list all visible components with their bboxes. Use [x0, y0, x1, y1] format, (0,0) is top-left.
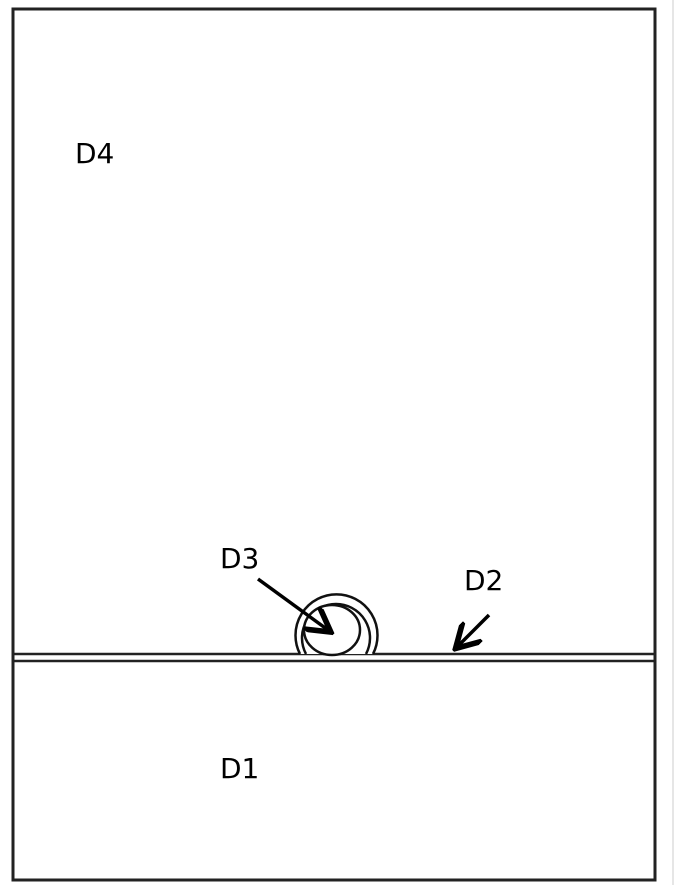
label-d3: D3: [220, 542, 260, 575]
arrow-d2: [458, 613, 491, 646]
label-d1: D1: [220, 752, 260, 785]
arrow-d3: [256, 577, 328, 630]
label-d2: D2: [464, 564, 504, 597]
outer-boundary: [11, 7, 657, 882]
particle-d3: [294, 593, 379, 657]
label-d4: D4: [75, 137, 115, 170]
